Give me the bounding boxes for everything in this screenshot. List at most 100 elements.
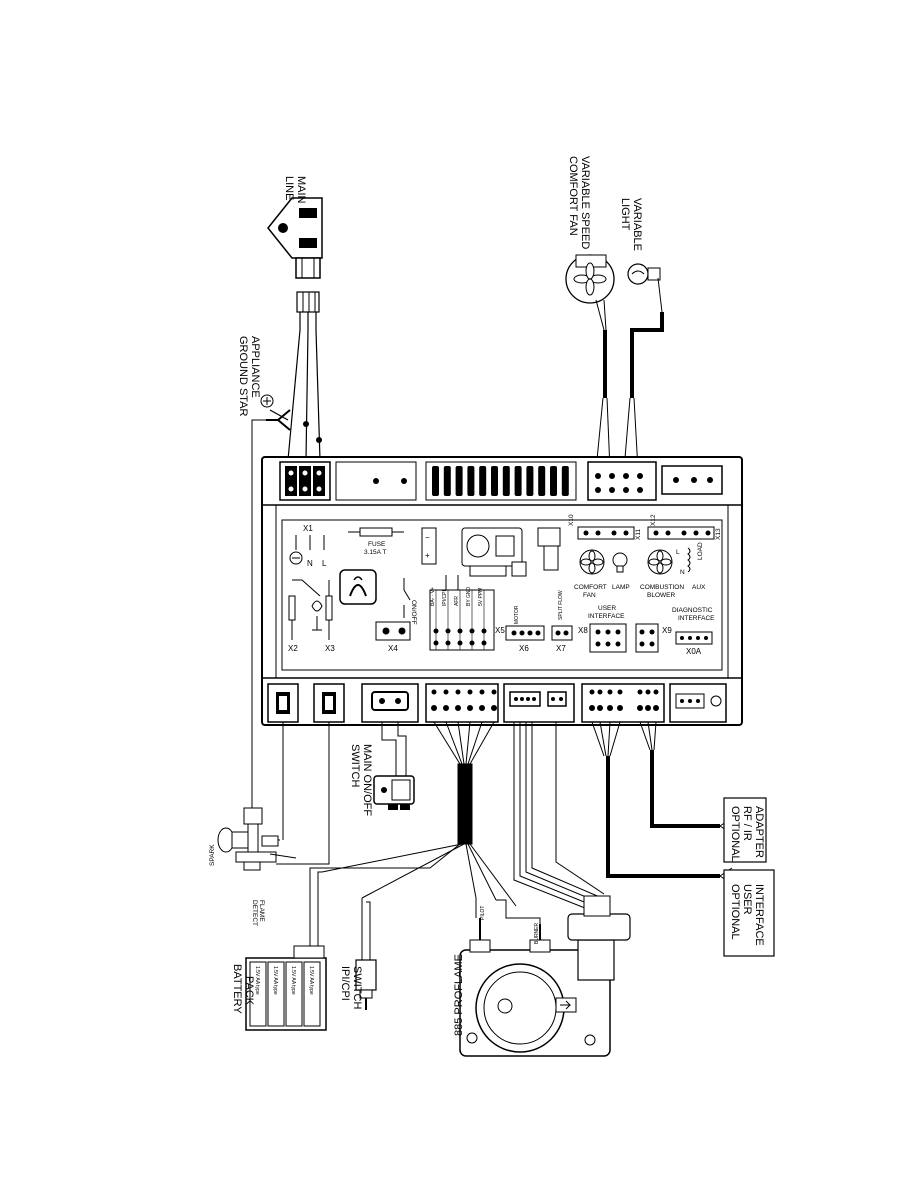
ipi-cpi-label: IPI/CPI SWITCH <box>339 966 363 1009</box>
x5-pin <box>457 628 463 634</box>
vent-slot <box>455 466 463 496</box>
flame-detect-label: FLAME DETECT <box>251 900 265 926</box>
vent-slot <box>502 466 510 496</box>
comfort-fan-label: VARIABLE SPEED COMFORT FAN <box>567 156 591 252</box>
x0a-block <box>675 631 713 645</box>
board-x1: X1 <box>303 524 313 533</box>
fan-light-connector <box>587 461 723 501</box>
x9-block <box>635 623 659 653</box>
x1-lines <box>289 535 325 565</box>
ui-connector-pins <box>589 689 659 711</box>
ui-cables <box>591 721 733 885</box>
motor-cable <box>513 722 605 911</box>
rf-adapter-label: OPTIONAL RF / IR ADAPTER <box>729 806 765 864</box>
ui-pin <box>645 705 651 711</box>
board-x0a: X0A <box>686 647 702 656</box>
proflame-logo <box>339 569 377 605</box>
harness-pin <box>491 689 497 695</box>
ui-pin <box>653 705 659 711</box>
vent-slot <box>538 466 546 496</box>
comfort-fan-icon <box>565 254 615 304</box>
board-x10: X10 <box>568 514 575 526</box>
light-label: VARIABLE LIGHT <box>619 198 643 254</box>
main-switch-label: MAIN ON/OFF SWITCH <box>349 744 373 819</box>
board-x6: X6 <box>519 644 529 653</box>
harness-pin <box>455 689 461 695</box>
x5-pin <box>457 640 463 646</box>
proflame-valve-icon <box>459 895 631 1057</box>
svg-text:+: + <box>425 551 430 560</box>
ui-pin <box>653 689 659 695</box>
board-split-flow: SPLIT FLOW <box>558 590 564 620</box>
main-onoff-switch-icon <box>373 775 415 810</box>
harness-pin <box>431 689 437 695</box>
valve-symbol <box>461 527 527 577</box>
harness <box>309 721 541 960</box>
x10-x11-block <box>577 526 635 575</box>
board-x4: X4 <box>388 644 398 653</box>
ui-pin <box>617 705 623 711</box>
split-flow-symbol <box>537 527 573 641</box>
board-pin-3: AFR <box>454 596 460 606</box>
ui-pin <box>637 689 643 695</box>
optional-user-interface-box <box>723 869 775 957</box>
ui-pin <box>597 705 603 711</box>
main-line-plug <box>267 197 323 313</box>
board-x7: X7 <box>556 644 566 653</box>
ui-pin <box>589 705 595 711</box>
harness-pin <box>443 705 449 711</box>
board-pin-4: BY GND <box>466 587 472 606</box>
vent-slot <box>432 466 439 496</box>
ui-pin <box>645 689 651 695</box>
top-vents <box>335 461 577 501</box>
harness-pin <box>479 689 485 695</box>
x5-pin <box>445 640 451 646</box>
vent-slot <box>443 466 451 496</box>
ipi-cpi-switch-icon <box>355 959 377 1010</box>
battery-cell-1: 1.5V AA type <box>254 966 260 995</box>
battery-cell-3: 1.5V AA type <box>290 966 296 995</box>
battery-pack-label: BATTERY PACK <box>231 964 255 1017</box>
board-x8: X8 <box>578 626 588 635</box>
board-x12: X12 <box>650 514 657 526</box>
harness-pin <box>467 705 473 711</box>
battery-cell-2: 1.5V AA type <box>272 966 278 995</box>
fan-light-wiring <box>595 277 664 471</box>
board-user-interface: USER INTERFACE <box>588 605 625 620</box>
board-n: N <box>307 559 313 568</box>
ignition-symbols <box>288 579 333 640</box>
ground-wire <box>251 419 266 808</box>
board-l: L <box>322 559 327 568</box>
vent-slot <box>491 466 498 496</box>
board-onoff: ON/OFF <box>410 600 417 625</box>
x5-pin <box>469 640 475 646</box>
board-pin-5: 5V PPM <box>478 588 484 606</box>
board-l-aux: L <box>676 549 680 556</box>
board-x13: X13 <box>715 528 722 540</box>
board-n-aux: N <box>680 569 685 576</box>
x5-pin <box>469 628 475 634</box>
main-line-label: MAIN LINE <box>283 176 307 207</box>
svg-text:−: − <box>425 533 430 542</box>
board-x9: X9 <box>662 626 672 635</box>
ui-pin <box>637 705 643 711</box>
lamp-icon <box>627 263 661 285</box>
power-connector-x1 <box>279 461 331 501</box>
fuse-symbol <box>348 527 404 537</box>
x6-block <box>505 625 545 641</box>
user-interface-opt-label: OPTIONAL USER INTERFACE <box>729 884 765 946</box>
pilot-label: PILOT <box>480 906 486 920</box>
harness-pin <box>491 705 497 711</box>
ground-star-icon <box>260 394 291 431</box>
battery-symbol: − + <box>421 527 437 565</box>
board-lamp: LAMP <box>612 584 630 591</box>
vent-slot <box>550 466 557 496</box>
x12-x13-block <box>647 526 715 575</box>
valve-label: 885 PROFLAME <box>453 954 465 1036</box>
harness-pin <box>467 689 473 695</box>
board-fuse-rating: 3.15A T <box>364 549 386 556</box>
harness-pin <box>431 705 437 711</box>
vent-slot <box>561 466 569 496</box>
harness-pin <box>455 705 461 711</box>
ui-pin <box>597 689 603 695</box>
